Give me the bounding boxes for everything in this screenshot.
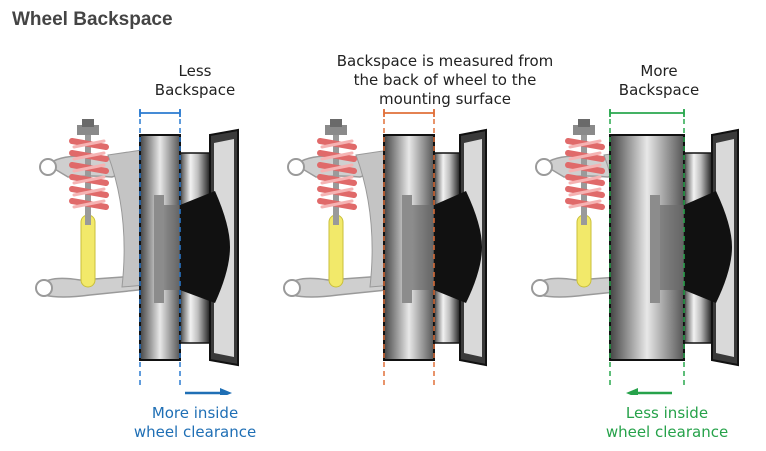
less-backspace-diagram: [30, 109, 239, 395]
backspace-bracket: [609, 109, 685, 117]
label-line: the back of wheel to the: [353, 71, 537, 89]
caption-line: More inside: [151, 404, 239, 422]
measurement-diagram: [278, 109, 487, 385]
arrow-left-icon: [626, 388, 672, 395]
more-backspace-label: More Backspace: [594, 62, 724, 100]
label-line: More: [640, 62, 678, 80]
caption-line: Less inside: [625, 404, 709, 422]
less-backspace-label: Less Backspace: [130, 62, 260, 100]
label-line: mounting surface: [378, 90, 512, 108]
label-line: Less: [178, 62, 212, 80]
page-title: Wheel Backspace: [12, 9, 173, 30]
backspace-bracket: [139, 109, 181, 117]
more-backspace-diagram: [526, 109, 739, 395]
measurement-note-label: Backspace is measured from the back of w…: [310, 52, 580, 109]
backspace-bracket: [383, 109, 435, 117]
arrow-right-icon: [185, 388, 232, 395]
less-clearance-caption: Less inside wheel clearance: [592, 404, 742, 442]
label-line: Backspace: [154, 81, 236, 99]
label-line: Backspace is measured from: [336, 52, 554, 70]
label-line: Backspace: [618, 81, 700, 99]
more-clearance-caption: More inside wheel clearance: [120, 404, 270, 442]
caption-line: wheel clearance: [133, 423, 257, 441]
caption-line: wheel clearance: [605, 423, 729, 441]
